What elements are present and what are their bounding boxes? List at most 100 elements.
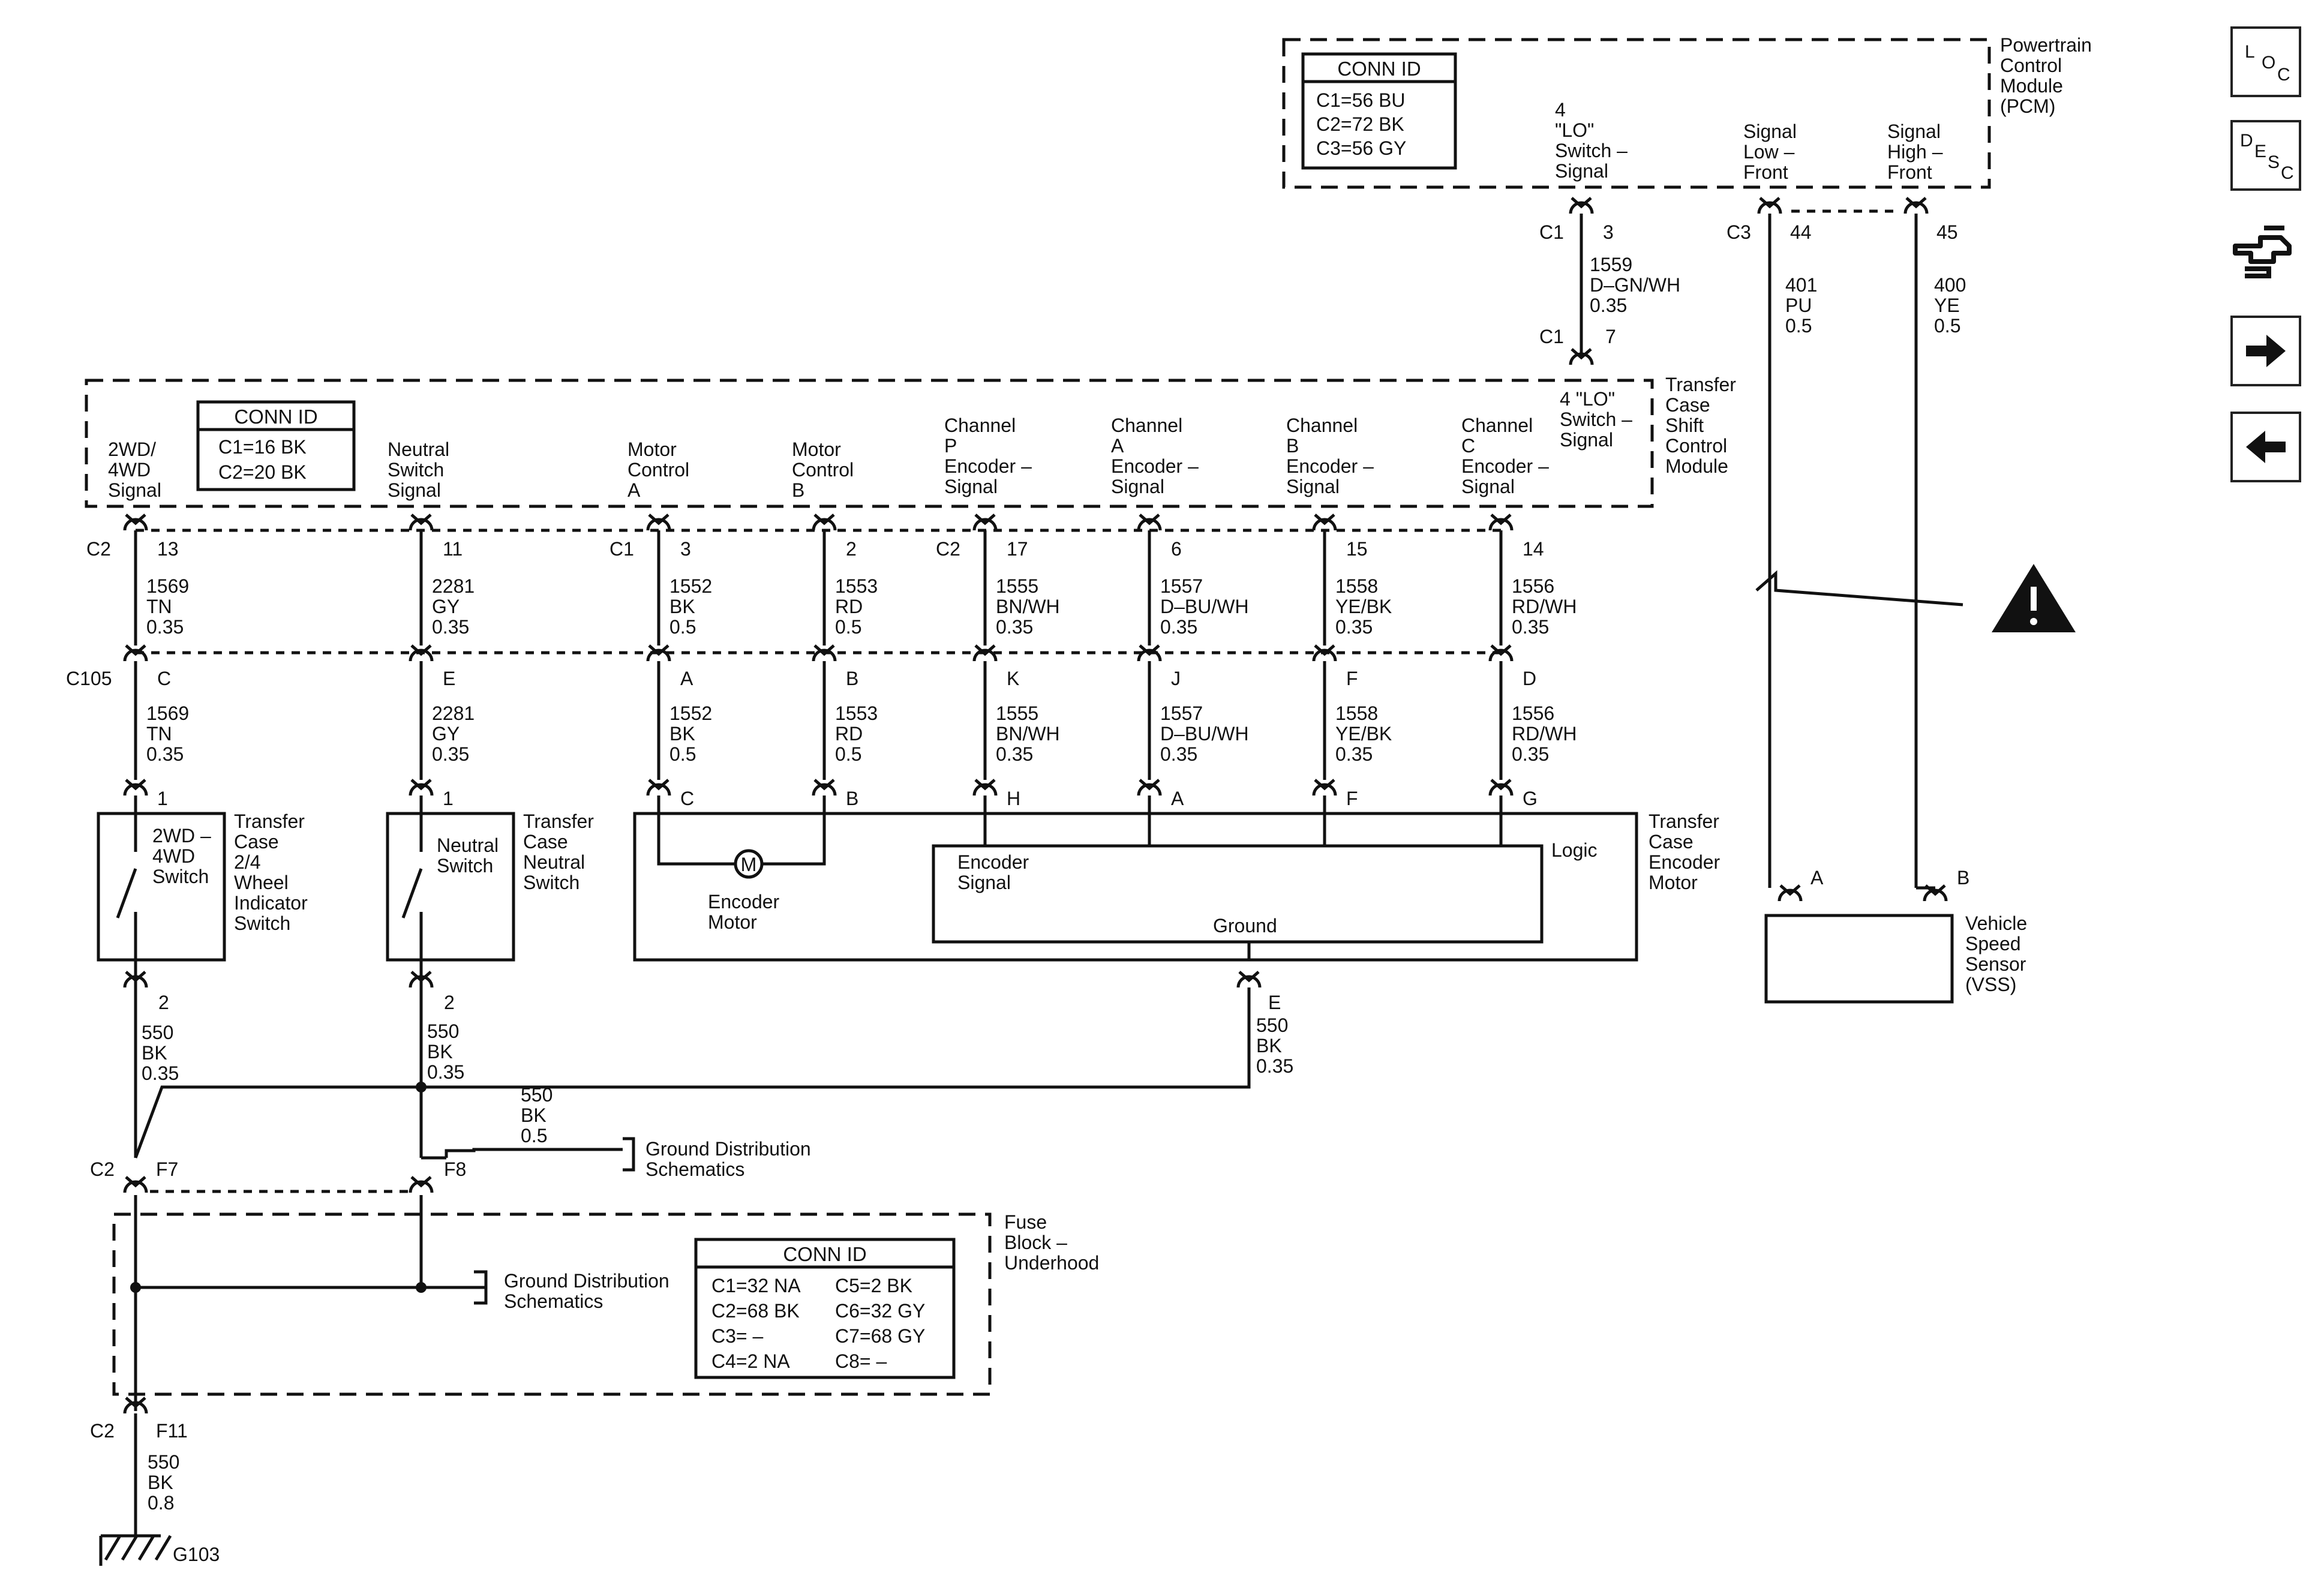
tccm-title: Transfer <box>1665 374 1736 395</box>
fuse-block-f11-pin <box>123 1401 148 1414</box>
pcm-c1-pin <box>1569 201 1594 214</box>
wire-label: 0.35 <box>1335 616 1373 638</box>
next-page-button[interactable] <box>2230 316 2301 386</box>
wire-label: 1569 <box>146 575 189 597</box>
device-pin <box>646 783 671 796</box>
device-pin-label: A <box>1171 788 1184 809</box>
wire-label: 0.35 <box>1512 616 1549 638</box>
encoder-pin-e <box>1238 971 1260 983</box>
encoder-pin-e-label: E <box>1268 992 1281 1013</box>
tccm-c1-label: C1 <box>1539 326 1564 347</box>
tccm-pin <box>1488 518 1514 531</box>
tccm-pin-number: 2 <box>846 538 857 560</box>
c105-label: C105 <box>66 668 112 689</box>
fuse-block-conn-id-line: C4=2 NA <box>711 1350 790 1372</box>
wire-label: BK <box>669 723 695 745</box>
switch-neutral-label: Neutral <box>437 834 499 856</box>
encoder-motor-label: Motor <box>708 911 757 933</box>
motor-symbol-letter: M <box>741 854 757 875</box>
wire-550-label: BK <box>521 1104 547 1126</box>
switch-neutral-box <box>386 812 515 962</box>
description-button[interactable]: D E S C <box>2230 120 2301 191</box>
wire-1559-label: 1559 <box>1590 254 1632 275</box>
c105-pin <box>648 644 669 656</box>
tccm-pin-label: Signal <box>1461 476 1515 497</box>
warning-triangle-dot <box>2030 618 2037 625</box>
tccm-title: Case <box>1665 394 1710 416</box>
wire-label: 0.5 <box>835 616 861 638</box>
vss-title: Vehicle <box>1965 912 2027 934</box>
encoder-motor-box <box>633 812 1638 962</box>
connector-view-button[interactable] <box>2227 216 2298 287</box>
fuse-block-title: Underhood <box>1004 1252 1099 1274</box>
wire-label: GY <box>432 596 460 617</box>
switch-neutral-title: Transfer <box>523 810 594 832</box>
tccm-pin-number: 17 <box>1007 538 1028 560</box>
wire-label: RD <box>835 596 863 617</box>
c105-pin <box>812 649 837 662</box>
vss-pin-a <box>1777 888 1803 902</box>
motor-wire <box>762 795 826 866</box>
c105-pin <box>1490 644 1512 656</box>
tccm-pin-label: Channel <box>1111 415 1182 436</box>
c105-pin-letter: D <box>1523 668 1536 689</box>
tccm-pin <box>974 514 996 526</box>
wire-label: 1552 <box>669 703 712 724</box>
tccm-pin <box>1312 518 1337 531</box>
wire-label: 0.35 <box>996 743 1033 765</box>
c105-pin <box>1137 649 1162 662</box>
location-button[interactable]: L O C <box>2230 26 2301 97</box>
tccm-pin-label: Signal <box>108 479 161 501</box>
c105-pin <box>974 644 996 656</box>
c105-pin-letter: F <box>1346 668 1358 689</box>
device-pin-label: 1 <box>157 788 168 809</box>
c105-pin-letter: B <box>846 668 858 689</box>
fuse-block-conn-id-box <box>694 1238 956 1379</box>
wire-label: RD/WH <box>1512 596 1577 617</box>
wire-label: YE/BK <box>1335 723 1392 745</box>
wire-label: GY <box>432 723 460 745</box>
wire-label: 0.5 <box>669 743 696 765</box>
switch-2wd-box <box>97 812 226 962</box>
c105-pin-letter: A <box>680 668 693 689</box>
tccm-pin-label: B <box>1286 435 1299 457</box>
c105-pin <box>409 649 434 662</box>
previous-page-button[interactable] <box>2230 412 2301 482</box>
loc-letter-l: L <box>2245 42 2255 62</box>
wire-550-label: 550 <box>148 1451 179 1473</box>
switch-2wd-title: Transfer <box>234 810 305 832</box>
loc-letter-o: O <box>2262 53 2275 73</box>
desc-letter-c: C <box>2281 163 2294 183</box>
wire-550-label: BK <box>142 1042 167 1064</box>
device-pin-label: G <box>1523 788 1538 809</box>
tccm-pin-number: 15 <box>1346 538 1368 560</box>
tccm-pin <box>409 518 434 531</box>
device-pin-label: C <box>680 788 694 809</box>
vss-title: (VSS) <box>1965 974 2016 995</box>
wire-label: 1569 <box>146 703 189 724</box>
switch-neutral-pin-2-label: 2 <box>444 992 455 1013</box>
switch-neutral-pin-2 <box>409 975 434 988</box>
wire-550-label: BK <box>148 1472 173 1493</box>
ground-label: Ground <box>1213 915 1277 936</box>
ground-hatch <box>104 1535 122 1561</box>
ground-dist-label: Schematics <box>645 1158 744 1180</box>
wire-label: 0.35 <box>1335 743 1373 765</box>
tccm-pin-label: P <box>944 435 957 457</box>
fuse-block-f7-pin <box>123 1180 148 1193</box>
logic-label: Logic <box>1551 839 1598 861</box>
wire-550-label: 550 <box>1256 1014 1288 1036</box>
device-pin <box>813 779 835 791</box>
switch-2wd-pin-2 <box>125 971 146 983</box>
wire-550-label: 550 <box>427 1020 459 1042</box>
switch-neutral-title: Case <box>523 831 568 852</box>
wire-label: 0.35 <box>1512 743 1549 765</box>
device-pin <box>972 783 998 796</box>
fuse-block-conn-id-line: C8= – <box>835 1350 887 1372</box>
twisted-pair-marker <box>1755 570 1963 607</box>
tccm-lo-label: Signal <box>1560 429 1613 451</box>
pcm-pin-low-label: Low – <box>1743 141 1795 163</box>
switch-neutral-label: Switch <box>437 855 493 876</box>
pcm-pin-3-label: 3 <box>1603 221 1614 243</box>
ground-g103-label: G103 <box>173 1544 220 1565</box>
